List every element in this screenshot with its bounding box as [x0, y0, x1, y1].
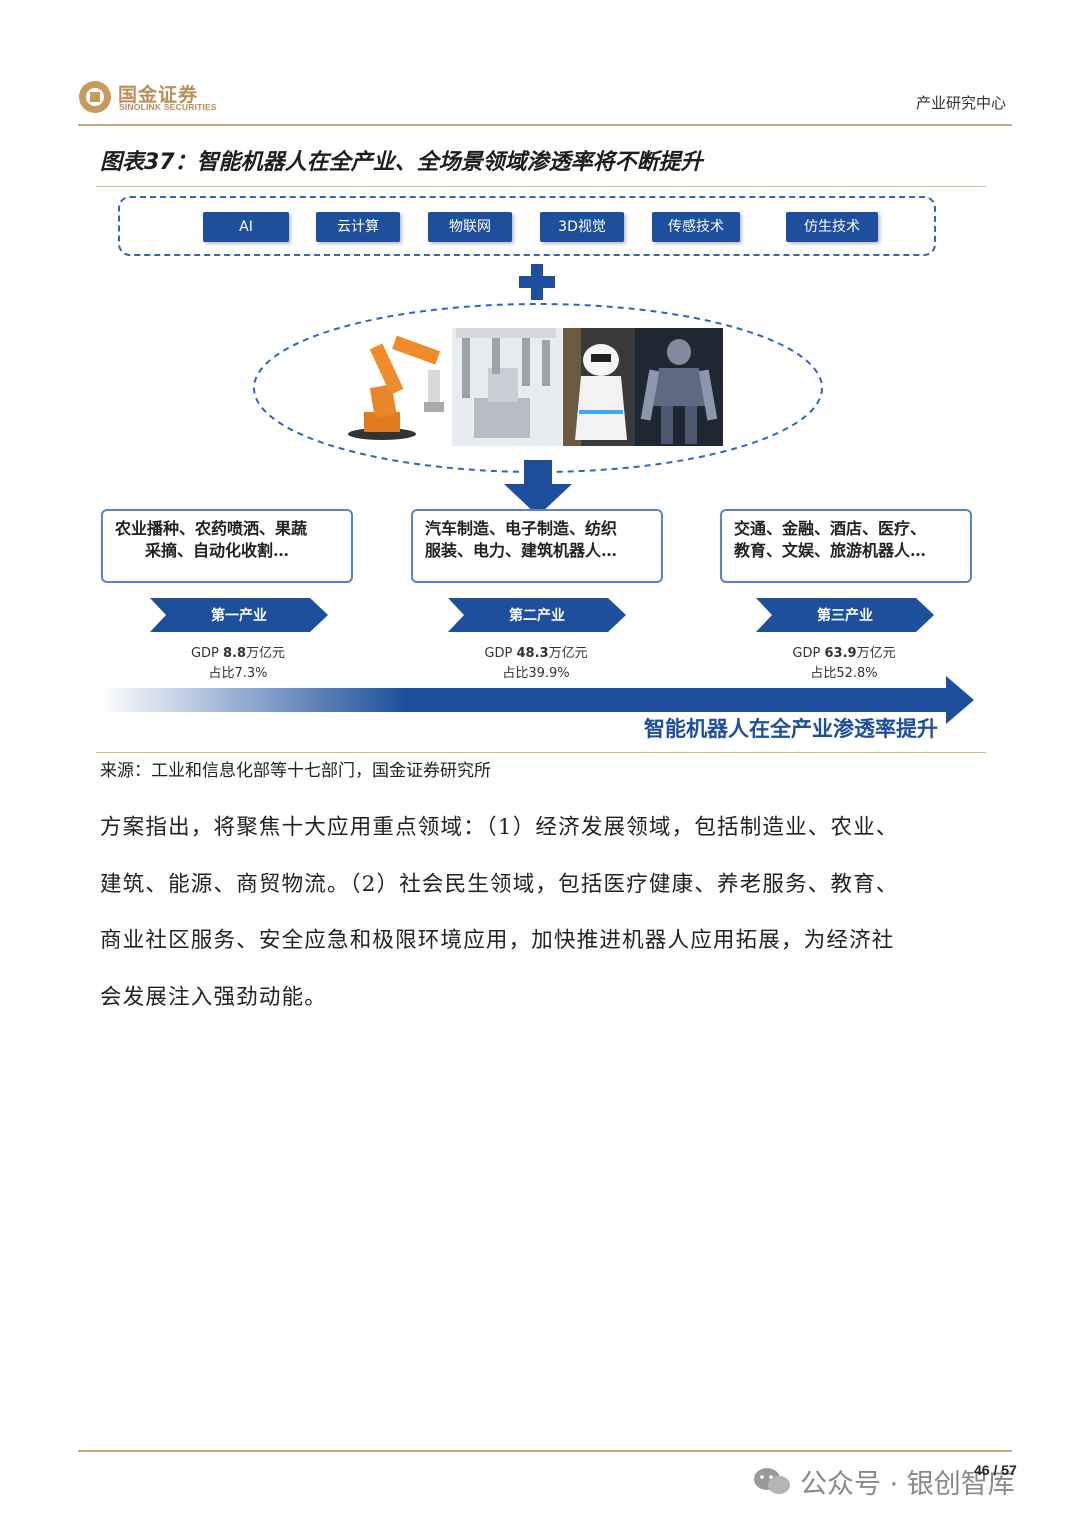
body-paragraph: 方案指出，将聚焦十大应用重点领域：（1）经济发展领域，包括制造业、农业、 建筑、…: [100, 800, 990, 1026]
wechat-icon: [754, 1468, 790, 1494]
body-line-3: 商业社区服务、安全应急和极限环境应用，加快推进机器人应用拓展，为经济社: [100, 928, 895, 953]
gdp-primary-value: 8.8: [223, 646, 247, 661]
surgical-robot-image: [452, 328, 562, 446]
tech-badge-iot: 物联网: [428, 212, 512, 242]
figure-bottom-rule: [96, 752, 986, 753]
logo-wordmark-cn: 国金证券: [118, 84, 199, 106]
industry-primary-line-1: 农业播种、农药喷洒、果蔬: [115, 519, 308, 538]
watermark-text: 公众号 · 银创智库: [800, 1469, 1015, 1500]
gdp-tertiary-share: 占比52.8%: [810, 666, 878, 681]
industry-primary-line-2: 采摘、自动化收割…: [145, 541, 290, 560]
gdp-tertiary-unit: 万亿元: [856, 646, 896, 661]
industry-label-secondary-text: 第二产业: [509, 607, 565, 624]
header-divider: [78, 124, 1012, 126]
industry-label-tertiary: 第三产业: [756, 598, 934, 632]
footer-divider: [78, 1450, 1012, 1452]
gdp-primary-share: 占比7.3%: [208, 666, 268, 681]
penetration-trend-arrow: 智能机器人在全产业渗透率提升: [100, 676, 974, 741]
gdp-secondary: GDP 48.3万亿元 占比39.9%: [456, 644, 616, 684]
down-arrow-icon: [504, 460, 572, 516]
humanoid-robot-image: [635, 328, 723, 446]
gdp-secondary-share: 占比39.9%: [502, 666, 570, 681]
logo-wordmark-en: SINOLINK SECURITIES: [119, 102, 217, 112]
gdp-tertiary-value: 63.9: [824, 646, 857, 661]
tech-badge-bionic: 仿生技术: [786, 212, 878, 242]
tech-badge-sensing: 传感技术: [652, 212, 740, 242]
gdp-secondary-prefix: GDP: [484, 646, 517, 661]
industry-tertiary-line-1: 交通、金融、酒店、医疗、: [734, 519, 927, 538]
logo-icon: [79, 81, 111, 113]
header-department: 产业研究中心: [915, 94, 1006, 112]
service-robot-image: [563, 328, 635, 446]
gdp-primary-unit: 万亿元: [246, 646, 286, 661]
industry-tertiary-line-2: 教育、文娱、旅游机器人…: [734, 541, 927, 560]
tech-badge-ai: AI: [203, 212, 289, 242]
gdp-secondary-value: 48.3: [516, 646, 549, 661]
figure-top-rule: [96, 186, 986, 187]
industry-secondary-line-1: 汽车制造、电子制造、纺织: [425, 519, 618, 538]
gdp-tertiary-prefix: GDP: [792, 646, 825, 661]
industry-label-tertiary-text: 第三产业: [817, 607, 873, 624]
tech-badge-3d-vision: 3D视觉: [540, 212, 624, 242]
industry-box-secondary: 汽车制造、电子制造、纺织 服装、电力、建筑机器人…: [411, 509, 663, 583]
tech-badge-cloud: 云计算: [316, 212, 400, 242]
industry-secondary-line-2: 服装、电力、建筑机器人…: [425, 541, 618, 560]
industry-label-primary-text: 第一产业: [211, 607, 267, 624]
gdp-primary-prefix: GDP: [190, 646, 223, 661]
gdp-tertiary: GDP 63.9万亿元 占比52.8%: [764, 644, 924, 684]
technology-group: [118, 196, 936, 256]
body-line-1: 方案指出，将聚焦十大应用重点领域：（1）经济发展领域，包括制造业、农业、: [100, 815, 899, 840]
gdp-secondary-unit: 万亿元: [548, 646, 588, 661]
figure-title: 图表37：智能机器人在全产业、全场景领域渗透率将不断提升: [100, 150, 703, 175]
trend-label: 智能机器人在全产业渗透率提升: [644, 716, 938, 741]
plus-icon-bar: [519, 276, 555, 288]
industry-label-secondary: 第二产业: [448, 598, 626, 632]
body-line-4: 会发展注入强劲动能。: [100, 984, 328, 1010]
page-number: 46 / 57: [974, 1462, 1017, 1478]
gdp-primary: GDP 8.8万亿元 占比7.3%: [158, 644, 318, 684]
industrial-robot-arm-image: [342, 330, 450, 442]
industry-box-primary: 农业播种、农药喷洒、果蔬 采摘、自动化收割…: [101, 509, 353, 583]
industry-box-tertiary: 交通、金融、酒店、医疗、 教育、文娱、旅游机器人…: [720, 509, 972, 583]
figure-source: 来源：工业和信息化部等十七部门，国金证券研究所: [100, 761, 491, 781]
body-line-2: 建筑、能源、商贸物流。（2）社会民生领域，包括医疗健康、养老服务、教育、: [100, 871, 899, 897]
industry-label-primary: 第一产业: [150, 598, 328, 632]
